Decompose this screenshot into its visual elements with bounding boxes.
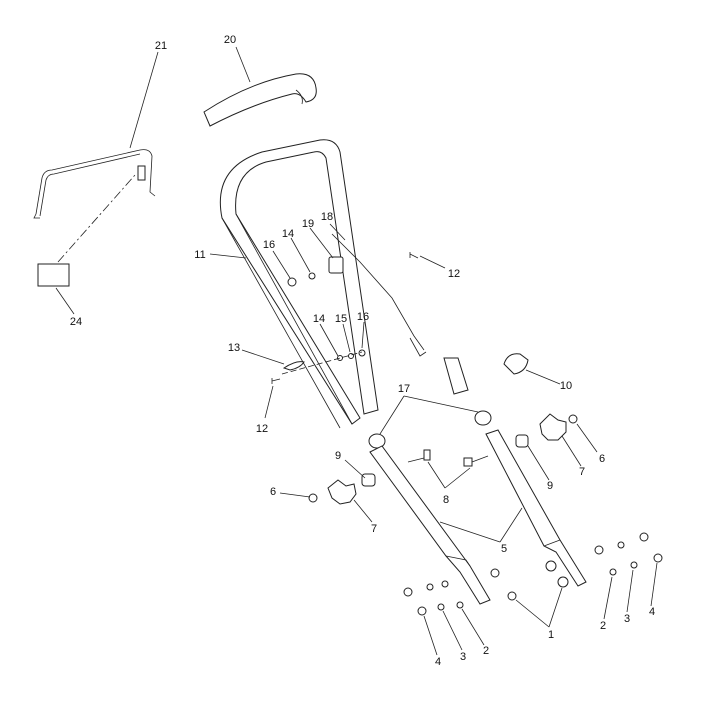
callout-1: 1 — [548, 629, 554, 641]
callout-17: 17 — [398, 383, 410, 395]
callout-2-left: 2 — [483, 645, 489, 657]
callout-7-right: 7 — [579, 466, 585, 478]
part-3-washer-left — [437, 603, 445, 611]
callout-14-lower: 14 — [313, 313, 325, 325]
callout-24: 24 — [70, 316, 82, 328]
part-6-nut-left — [308, 493, 318, 503]
part-4-nut-right — [653, 553, 663, 563]
callout-15: 15 — [335, 313, 347, 325]
callout-16-lower: 16 — [357, 311, 369, 323]
part-16-nut-lower — [358, 349, 366, 357]
callout-14-upper: 14 — [282, 228, 294, 240]
part-10-cable-anchor — [503, 353, 529, 375]
callout-11: 11 — [194, 249, 205, 261]
part-2-washer-right — [609, 568, 617, 576]
part-8-carriage-bolts — [407, 449, 489, 467]
part-21-control-bail — [33, 149, 156, 219]
part-9-bushing-right — [515, 434, 529, 448]
part-16-nut-upper — [287, 277, 297, 287]
part-20-handle-grip — [203, 73, 317, 127]
callout-9-right: 9 — [547, 480, 553, 492]
part-9-bushing-left — [361, 473, 376, 487]
part-2-washer-left — [456, 601, 464, 609]
part-1-bolt-right — [557, 576, 569, 588]
callout-18: 18 — [321, 211, 333, 223]
part-12-screw-lower — [271, 378, 281, 384]
part-3-washer-right — [630, 561, 638, 569]
part-7-knob-left — [327, 479, 357, 505]
decal-dashed-link — [57, 174, 136, 263]
callout-6-right: 6 — [599, 453, 605, 465]
part-19-cable-guide — [328, 256, 344, 274]
part-5-lower-handle-right — [485, 429, 587, 587]
part-17-cap-left — [368, 433, 386, 449]
leader-lines — [55, 46, 658, 656]
callout-2-right: 2 — [600, 620, 606, 632]
part-5-lower-handle-left — [369, 445, 491, 605]
part-12-screw-upper — [409, 252, 419, 259]
part-13-cable-clip — [282, 361, 305, 371]
callout-3-left: 3 — [460, 651, 466, 663]
callout-21: 21 — [155, 40, 167, 52]
callout-5: 5 — [501, 543, 507, 555]
callout-16-upper: 16 — [263, 239, 275, 251]
callout-4-right: 4 — [649, 606, 655, 618]
callout-7-left: 7 — [371, 523, 377, 535]
callout-13: 13 — [228, 342, 240, 354]
part-11-upper-handle — [219, 139, 469, 429]
part-7-knob-right — [539, 413, 567, 441]
callout-12-upper: 12 — [448, 268, 460, 280]
part-4-nut-left — [417, 606, 427, 616]
part-24-decal — [37, 263, 70, 287]
part-17-cap-right — [474, 410, 492, 426]
part-18-cable — [331, 233, 425, 351]
part-14-washer-lower — [337, 355, 343, 361]
callout-8: 8 — [443, 494, 449, 506]
part-1-bolt-left — [507, 591, 517, 601]
callout-9-left: 9 — [335, 450, 341, 462]
callout-19: 19 — [302, 218, 314, 230]
callout-4-left: 4 — [435, 656, 441, 668]
part-6-nut-right — [568, 414, 578, 424]
callout-20: 20 — [224, 34, 236, 46]
callout-10: 10 — [560, 380, 572, 392]
callout-12-lower: 12 — [256, 423, 268, 435]
callout-3-right: 3 — [624, 613, 630, 625]
part-14-washer-upper — [308, 272, 316, 280]
callout-6-left: 6 — [270, 486, 276, 498]
